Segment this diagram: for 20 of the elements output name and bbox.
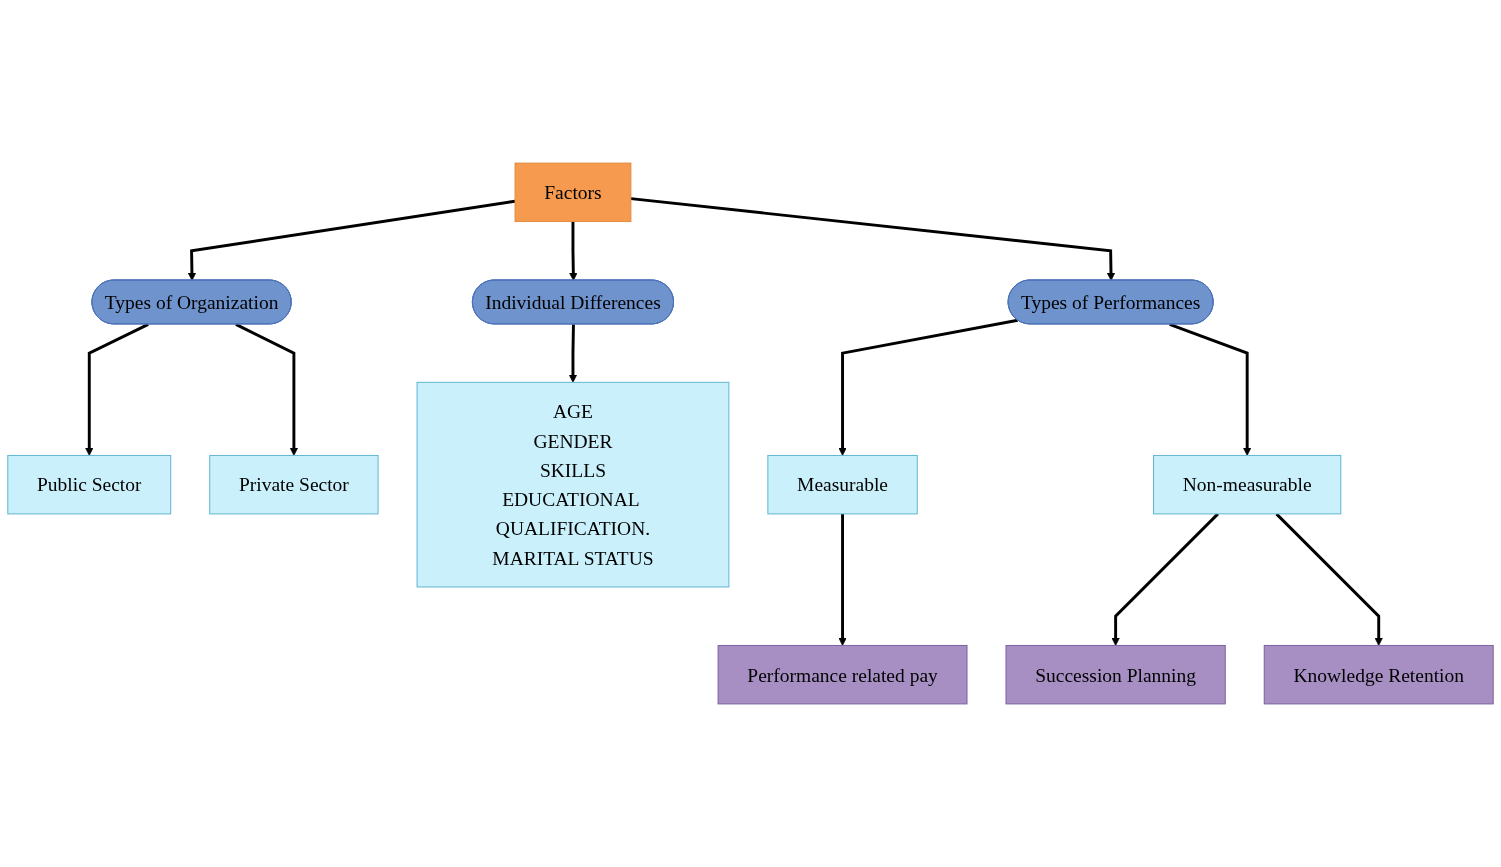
arrow [1169, 323, 1252, 456]
node-box: Non-measurable [1153, 454, 1342, 515]
node-box: AGE GENDER SKILLS EDUCATIONAL QUALIFICATION. MARITAL STATUS [416, 381, 730, 588]
node-box: Succession Planning [1005, 644, 1226, 705]
arrow [568, 324, 578, 383]
arrow [569, 221, 578, 281]
arrow [838, 513, 847, 646]
arrow [630, 197, 1116, 281]
node-box: Private Sector [209, 454, 379, 515]
node-box: Measurable [767, 454, 918, 515]
arrow [187, 199, 516, 281]
arrow [838, 318, 1019, 456]
arrow [1275, 512, 1383, 646]
node-box: Knowledge Retention [1263, 644, 1494, 705]
arrow [85, 323, 149, 456]
node-box: Performance related pay [717, 644, 968, 705]
arrow [235, 323, 299, 456]
arrow [1111, 512, 1219, 646]
node-box: Factors [514, 162, 632, 223]
node-box: Public Sector [7, 454, 172, 515]
